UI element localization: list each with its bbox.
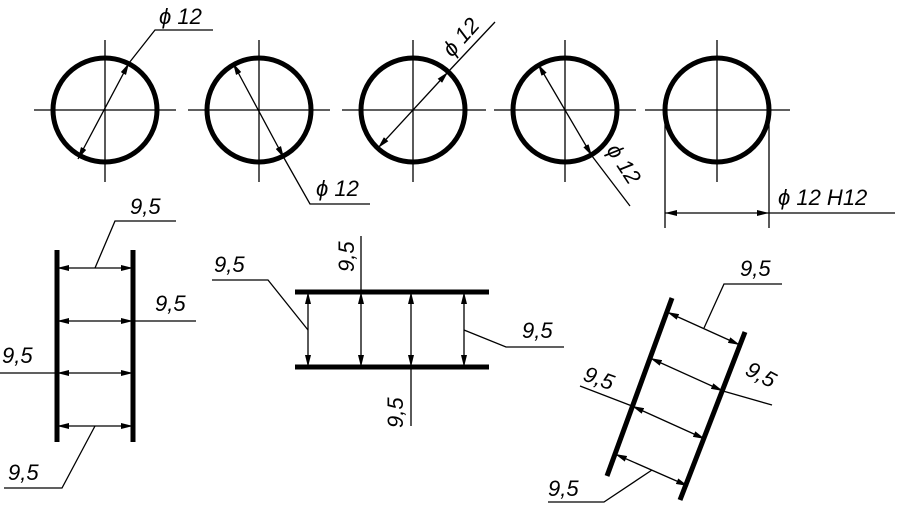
circle-1-dimension-label: ϕ 12 — [159, 4, 202, 29]
vertical-pair-label-bottom: 9,5 — [8, 460, 39, 485]
labels: ϕ 12 ϕ 12 ϕ 12 ϕ 12 ϕ 12 H12 9,5 9,5 9,5… — [2, 4, 867, 501]
diameter-line-3 — [377, 71, 449, 149]
slanted-pair-label-bottom: 9,5 — [548, 476, 579, 501]
circle-group-2 — [188, 40, 370, 205]
slanted-pair-label-top: 9,5 — [740, 256, 771, 281]
circle-4 — [510, 55, 620, 165]
circle-3-dimension-label: ϕ 12 — [437, 13, 484, 62]
circle-group-5 — [645, 40, 895, 228]
vertical-pair-label-top: 9,5 — [130, 194, 161, 219]
circle-group-4 — [494, 40, 636, 207]
circle-5-dimension-label: ϕ 12 H12 — [778, 185, 867, 210]
circle-4-dimension-label: ϕ 12 — [602, 139, 646, 189]
diameter-line-1 — [77, 62, 130, 160]
circle-2-dimension-label: ϕ 12 — [316, 176, 359, 201]
slanted-line-right — [677, 331, 748, 501]
vertical-pair-label-left: 9,5 — [2, 343, 33, 368]
horizontal-pair-label-bottom: 9,5 — [383, 397, 408, 428]
circle-2 — [204, 55, 314, 165]
horizontal-pair-label-left: 9,5 — [214, 252, 245, 277]
horizontal-pair-group — [212, 236, 564, 426]
circle-group-3 — [342, 21, 496, 182]
diameter-line-2 — [232, 62, 285, 159]
slanted-pair-label-left: 9,5 — [580, 361, 618, 395]
diameter-line-4 — [537, 63, 593, 157]
circle-group-1 — [34, 29, 213, 182]
slanted-pair-label-right: 9,5 — [742, 356, 781, 393]
circle-3 — [358, 55, 468, 165]
horizontal-pair-label-right: 9,5 — [522, 318, 553, 343]
vertical-pair-group — [0, 220, 196, 489]
horizontal-pair-label-top: 9,5 — [334, 241, 359, 272]
slanted-pair-group — [548, 283, 782, 503]
circle-1 — [50, 55, 160, 165]
slanted-line-left — [604, 297, 675, 477]
vertical-pair-label-right: 9,5 — [155, 291, 186, 316]
